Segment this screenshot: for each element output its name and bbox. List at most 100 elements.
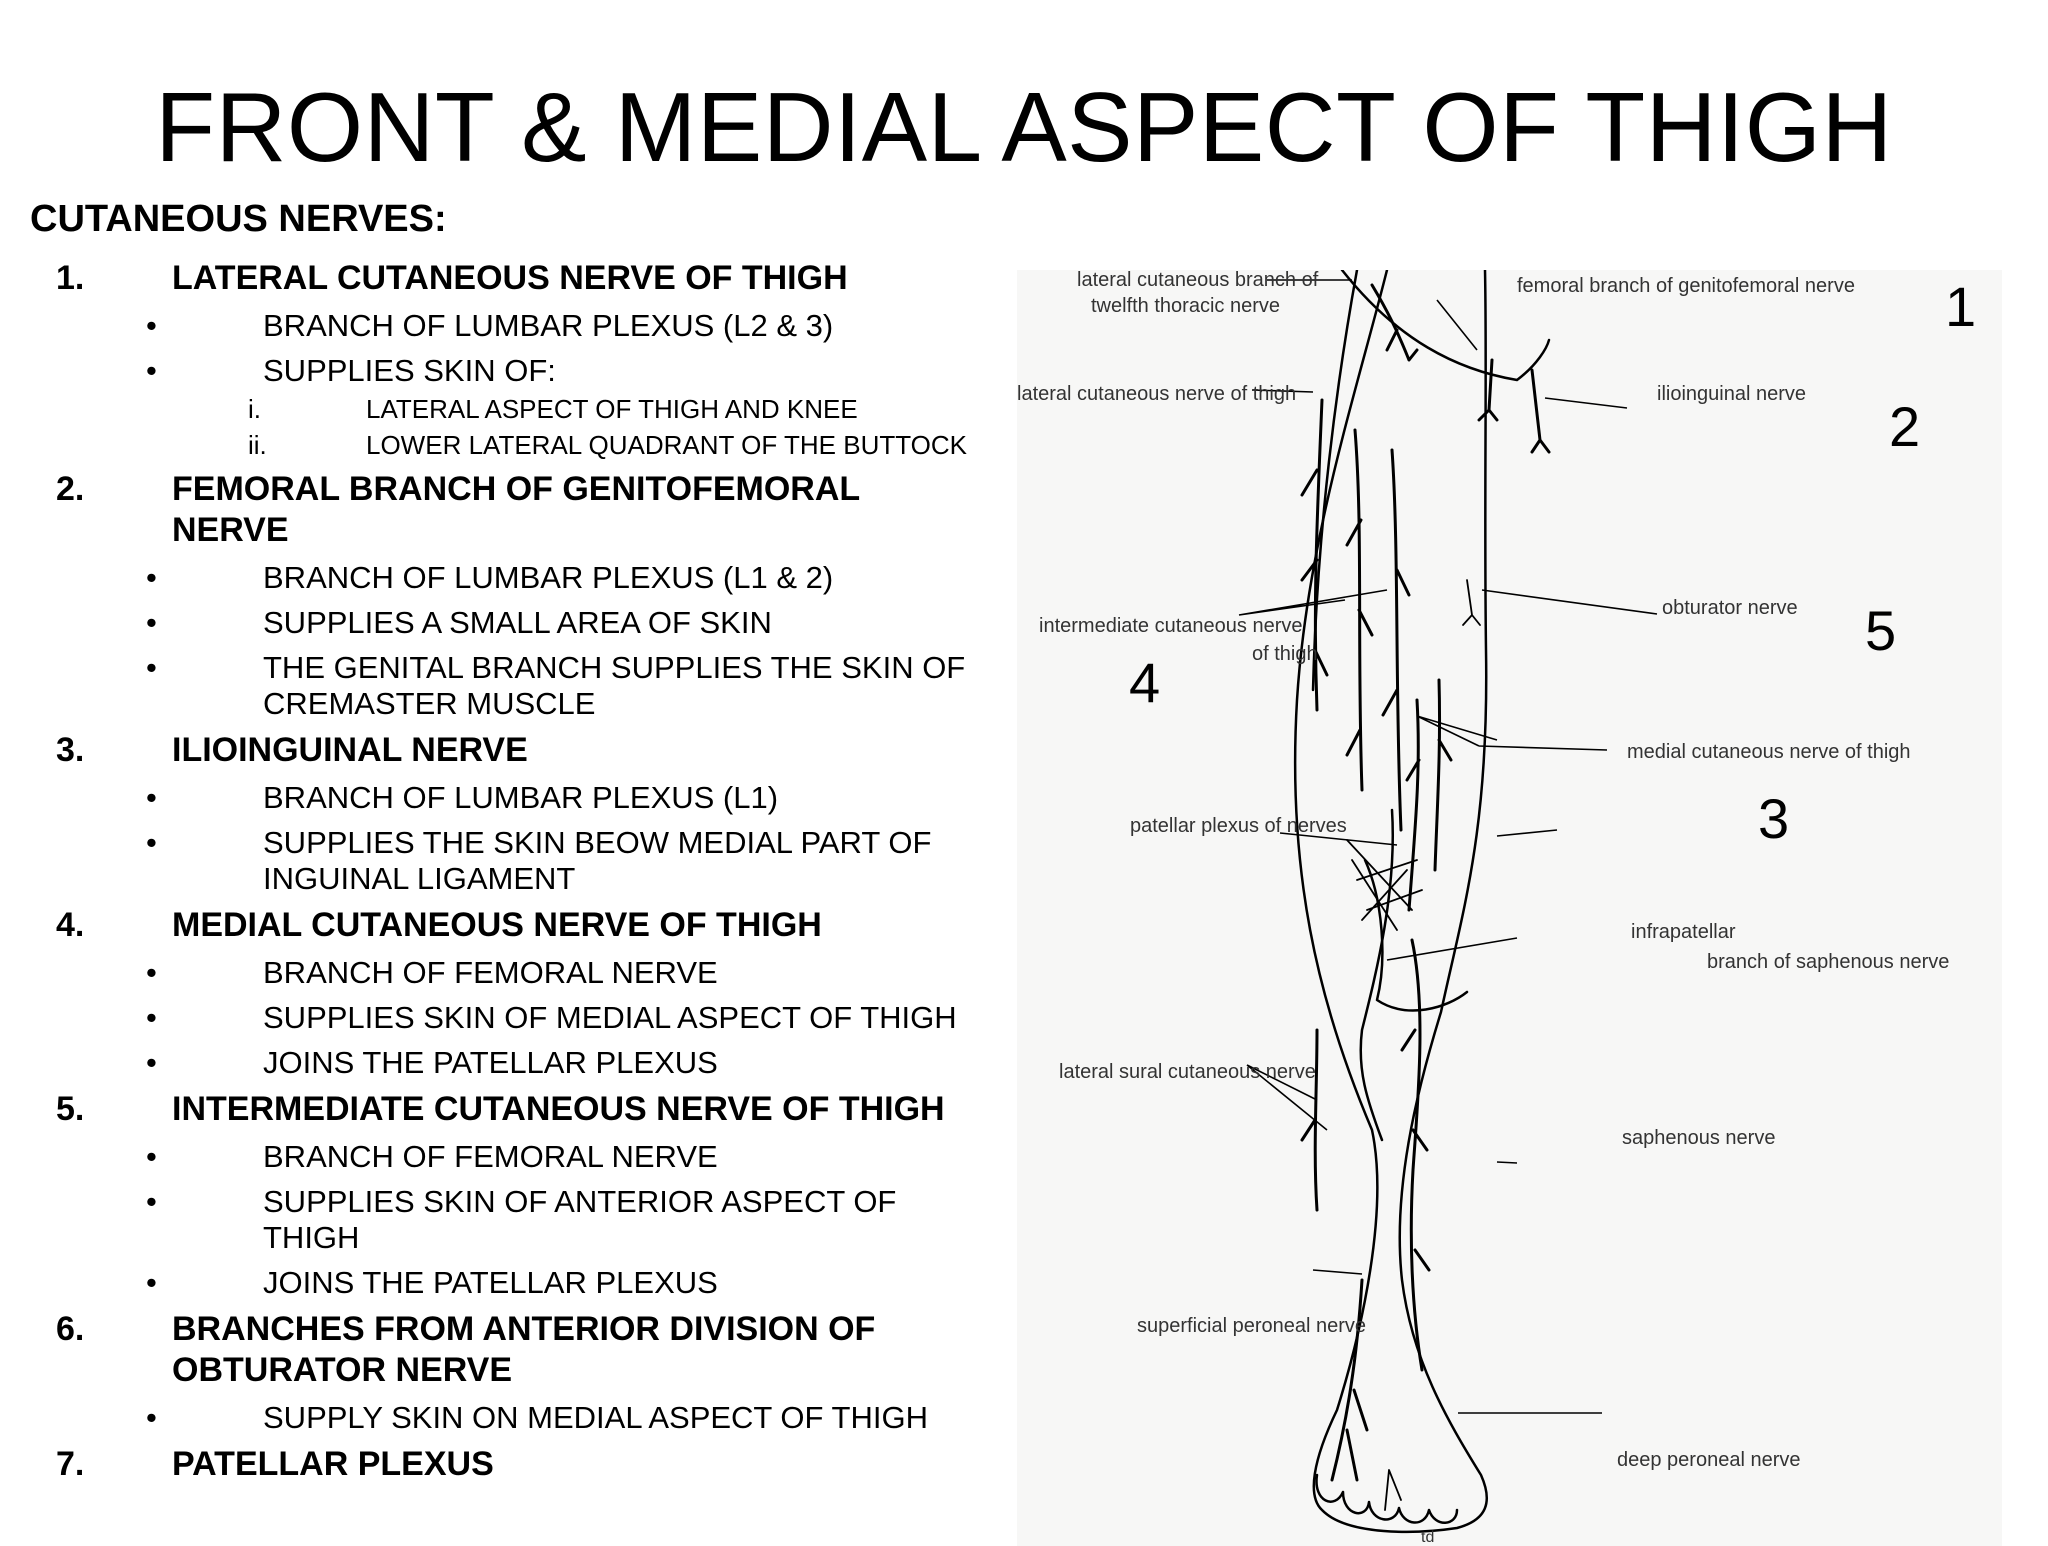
label-femoral-genitofemoral: femoral branch of genitofemoral nerve: [1517, 275, 1855, 297]
section-number: 4.: [56, 906, 85, 944]
bullet-item: • BRANCH OF LUMBAR PLEXUS (L2 & 3): [0, 308, 1000, 344]
nerve-section: 7.PATELLAR PLEXUS: [0, 1444, 1000, 1485]
bullet-icon: •: [146, 560, 157, 595]
bullet-item: • JOINS THE PATELLAR PLEXUS: [0, 1045, 1000, 1081]
bullet-item: • BRANCH OF FEMORAL NERVE: [0, 955, 1000, 991]
sub-item-text: LATERAL ASPECT OF THIGH AND KNEE: [366, 394, 858, 424]
bullet-text: SUPPLIES A SMALL AREA OF SKIN: [263, 605, 772, 640]
section-title: MEDIAL CUTANEOUS NERVE OF THIGH: [172, 906, 822, 944]
label-superficial-peroneal: superficial peroneal nerve: [1137, 1315, 1366, 1337]
nerve-section: 1.LATERAL CUTANEOUS NERVE OF THIGH•BRANC…: [0, 258, 1000, 461]
section-heading: CUTANEOUS NERVES:: [30, 198, 447, 240]
label-lat-cut-twelfth-2: twelfth thoracic nerve: [1091, 295, 1280, 317]
femoral-genitofemoral-nerve: [1477, 358, 1499, 422]
page-title: FRONT & MEDIAL ASPECT OF THIGH: [155, 72, 1893, 182]
lat-cut-twelfth-nerve: [1370, 283, 1419, 362]
label-signature: td: [1421, 1529, 1434, 1546]
nerve-section: 5. INTERMEDIATE CUTANEOUS NERVE OF THIGH •…: [0, 1089, 1000, 1301]
bullet-text: JOINS THE PATELLAR PLEXUS: [263, 1265, 718, 1300]
label-ilioinguinal: ilioinguinal nerve: [1657, 383, 1806, 405]
bullet-icon: •: [146, 650, 157, 685]
bullet-text: BRANCH OF LUMBAR PLEXUS (L2 & 3): [263, 308, 834, 343]
toes-outline: [1315, 1473, 1459, 1524]
bullet-icon: •: [146, 605, 157, 640]
bullet-icon: •: [146, 1045, 157, 1080]
bullet-item: • SUPPLIES SKIN OF MEDIAL ASPECT OF THIGH: [0, 1000, 1000, 1036]
bullet-text: JOINS THE PATELLAR PLEXUS: [263, 1045, 718, 1080]
bullet-item: • SUPPLIES SKIN OF:: [0, 353, 1000, 389]
bullet-text: BRANCH OF LUMBAR PLEXUS (L1 & 2): [263, 560, 834, 595]
label-intermediate-1: intermediate cutaneous nerve: [1039, 615, 1303, 637]
knee-outline: [1363, 858, 1469, 1012]
bullet-item: • BRANCH OF LUMBAR PLEXUS (L1 & 2): [0, 560, 1000, 596]
bullet-item: • SUPPLIES A SMALL AREA OF SKIN: [0, 605, 1000, 641]
section-number: 6.: [56, 1310, 85, 1348]
bullet-icon: •: [146, 825, 157, 860]
nerve-section: 6. BRANCHES FROM ANTERIOR DIVISION OF OBT…: [0, 1309, 1000, 1436]
lat-cut-thigh-nerve: [1300, 398, 1329, 712]
superficial-peroneal-nerve: [1330, 1278, 1369, 1482]
bullet-icon: •: [146, 308, 157, 343]
bullet-item: • SUPPLIES THE SKIN BEOW MEDIAL PART OF I…: [0, 825, 1000, 897]
label-saphenous: saphenous nerve: [1622, 1127, 1775, 1149]
section-title: BRANCHES FROM ANTERIOR DIVISION OF OBTUR…: [172, 1310, 876, 1389]
intermediate-nerve-2: [1381, 448, 1411, 832]
region-number-1: 1: [1945, 275, 1976, 338]
sub-item: ii. LOWER LATERAL QUADRANT OF THE BUTTOCK: [0, 429, 1000, 461]
deep-peroneal-nerve: [1384, 1469, 1402, 1511]
label-patellar-plexus: patellar plexus of nerves: [1130, 815, 1347, 837]
obturator-nerve: [1462, 579, 1481, 626]
sub-item-text: LOWER LATERAL QUADRANT OF THE BUTTOCK: [366, 430, 967, 460]
label-deep-peroneal: deep peroneal nerve: [1617, 1449, 1800, 1471]
bullet-text: BRANCH OF LUMBAR PLEXUS (L1): [263, 780, 779, 815]
bullet-item: • BRANCH OF FEMORAL NERVE: [0, 1139, 1000, 1175]
label-lat-cut-twelfth-1: lateral cutaneous branch of: [1077, 270, 1319, 291]
bullet-icon: •: [146, 1139, 157, 1174]
section-number: 3.: [56, 731, 85, 769]
nerve-section: 3.ILIOINGUINAL NERVE•BRANCH OF LUMBAR PL…: [0, 730, 1000, 897]
patellar-plexus: [1346, 839, 1423, 931]
label-obturator: obturator nerve: [1662, 597, 1798, 619]
section-number: 2.: [56, 470, 85, 508]
bullet-icon: •: [146, 780, 157, 815]
leg-nerve-diagram: lateral cutaneous branch of twelfth thor…: [1017, 270, 2002, 1546]
sub-item-number: ii.: [248, 430, 267, 460]
nerve-outline-list: 1.LATERAL CUTANEOUS NERVE OF THIGH•BRANC…: [0, 258, 1000, 1493]
medial-cut-thigh-nerve-1: [1405, 698, 1421, 912]
label-intermediate-2: of thigh: [1252, 643, 1318, 665]
bullet-text: SUPPLIES THE SKIN BEOW MEDIAL PART OF IN…: [263, 825, 932, 896]
region-number-3: 3: [1758, 787, 1789, 850]
bullet-item: •JOINS THE PATELLAR PLEXUS: [0, 1265, 1000, 1301]
section-title: FEMORAL BRANCH OF GENITOFEMORAL NERVE: [172, 470, 860, 549]
bullet-text: BRANCH OF FEMORAL NERVE: [263, 955, 718, 990]
sub-item: i. LATERAL ASPECT OF THIGH AND KNEE: [0, 393, 1000, 425]
bullet-icon: •: [146, 1400, 157, 1435]
section-number: 1.: [56, 259, 85, 297]
sub-item-number: i.: [248, 394, 261, 424]
bullet-text: SUPPLIES SKIN OF ANTERIOR ASPECT OF THIG…: [263, 1184, 897, 1255]
bullet-icon: •: [146, 1184, 157, 1219]
pointer-lines: [1238, 279, 1658, 1414]
bullet-icon: •: [146, 955, 157, 990]
section-title: INTERMEDIATE CUTANEOUS NERVE OF THIGH: [172, 1090, 945, 1128]
bullet-text: SUPPLIES SKIN OF:: [263, 353, 556, 388]
section-number: 5.: [56, 1090, 85, 1128]
bullet-icon: •: [146, 353, 157, 388]
label-infrapatellar-2: branch of saphenous nerve: [1707, 951, 1949, 973]
label-medial-cut-thigh: medial cutaneous nerve of thigh: [1627, 741, 1911, 763]
bullet-icon: •: [146, 1000, 157, 1035]
saphenous-nerve: [1400, 938, 1431, 1372]
nerve-section: 2. FEMORAL BRANCH OF GENITOFEMORAL NERVE •…: [0, 469, 1000, 722]
bullet-text: SUPPLIES SKIN OF MEDIAL ASPECT OF THIGH: [263, 1000, 957, 1035]
intermediate-nerve-1: [1345, 428, 1374, 792]
label-lat-cut-thigh: lateral cutaneous nerve of thigh: [1017, 383, 1296, 405]
label-lateral-sural: lateral sural cutaneous nerve: [1059, 1061, 1316, 1083]
bullet-text: SUPPLY SKIN ON MEDIAL ASPECT OF THIGH: [263, 1400, 928, 1435]
medial-cut-thigh-nerve-2: [1433, 678, 1453, 872]
bullet-text: BRANCH OF FEMORAL NERVE: [263, 1139, 718, 1174]
bullet-item: •THE GENITAL BRANCH SUPPLIES THE SKIN OF…: [0, 650, 1000, 722]
nerve-section: 4. MEDIAL CUTANEOUS NERVE OF THIGH • BRANCH…: [0, 905, 1000, 1081]
section-number: 7.: [56, 1445, 85, 1483]
inguinal-outline: [1340, 270, 1551, 382]
ilioinguinal-nerve: [1530, 368, 1551, 454]
